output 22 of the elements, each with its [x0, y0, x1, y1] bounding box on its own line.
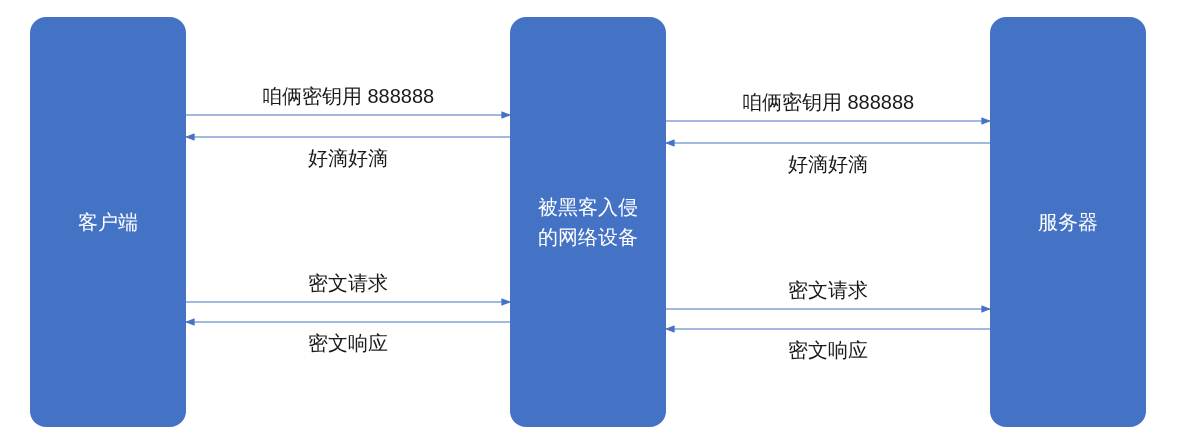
- arrow: [665, 139, 991, 147]
- arrow: [185, 318, 511, 326]
- edge-label: 密文响应: [788, 338, 868, 363]
- node-label: 客户端: [77, 210, 139, 235]
- arrow: [665, 325, 991, 333]
- edge-label: 好滴好滴: [788, 152, 868, 177]
- process-box: [510, 17, 666, 427]
- arrow: [185, 133, 511, 141]
- process-box: [990, 17, 1146, 427]
- node-label: 服务器: [1037, 210, 1099, 235]
- edge-label: 咱俩密钥用 888888: [741, 90, 915, 115]
- arrow: [185, 298, 511, 306]
- edge-label: 密文响应: [308, 331, 388, 356]
- arrow: [665, 305, 991, 313]
- arrow: [665, 117, 991, 125]
- edge-label: 好滴好滴: [308, 146, 388, 171]
- edge-label: 密文请求: [788, 278, 868, 303]
- edge-label: 密文请求: [308, 271, 388, 296]
- arrow: [185, 111, 511, 119]
- process-box: [30, 17, 186, 427]
- edge-label: 咱俩密钥用 888888: [261, 84, 435, 109]
- node-label: 被黑客入侵的网络设备: [537, 195, 639, 250]
